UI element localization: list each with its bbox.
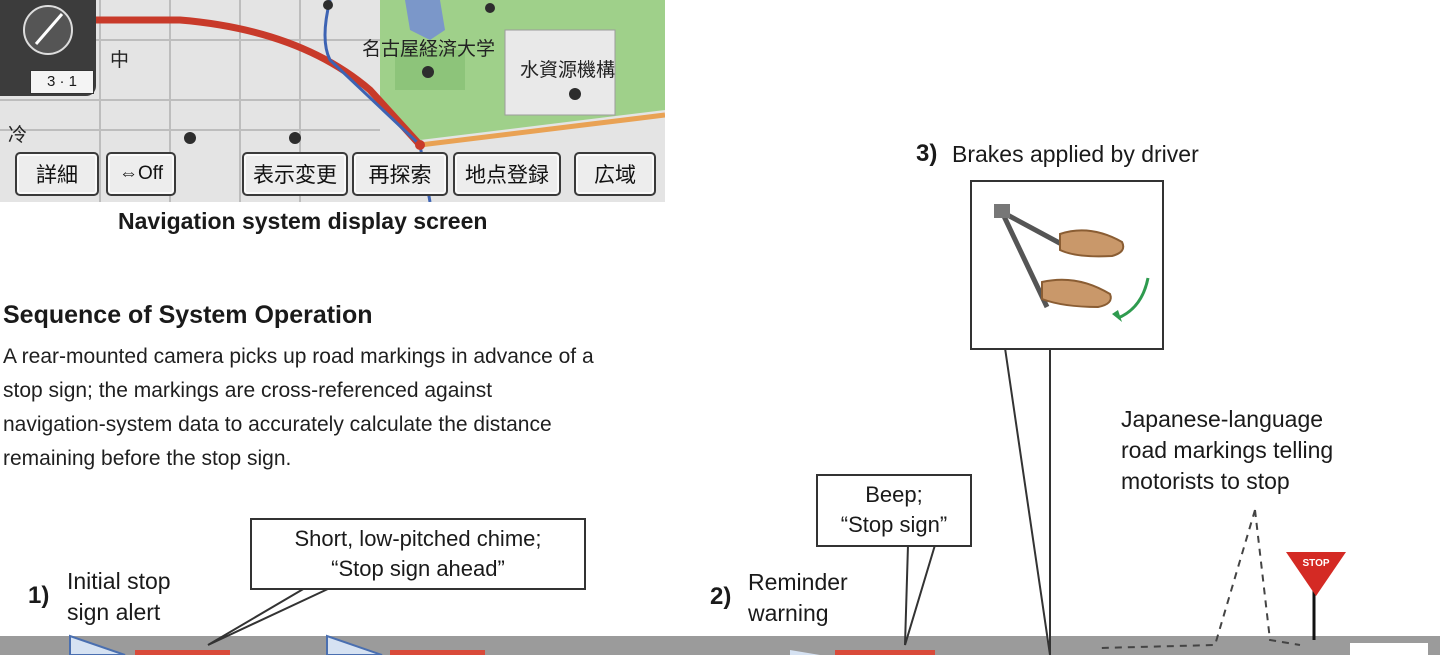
sequence-line: navigation-system data to accurately cal… [3,413,552,436]
map-label-corner: 冷 [8,125,28,146]
reroute-button[interactable]: 再探索 [352,152,448,196]
display-change-button[interactable]: 表示変更 [242,152,348,196]
beep-callout-pointer [904,544,937,646]
map-graphic [0,0,665,202]
step-2-number: 2) [710,583,732,610]
map-label-ward: 中 [110,50,130,71]
camera-beam [69,634,126,655]
map-label-museum: 水資源機構 [520,60,616,81]
sequence-line: stop sign; the markings are cross-refere… [3,379,493,402]
markings-note-line: motorists to stop [1121,468,1290,494]
beep-callout-line: “Stop sign” [840,512,948,537]
chime-callout: Short, low-pitched chime; “Stop sign ahe… [250,518,586,590]
step-2-line: warning [748,600,829,626]
beep-callout-line: Beep; [865,482,923,507]
step-3-number: 3) [916,140,938,167]
beep-callout: Beep; “Stop sign” [816,474,972,547]
map-scale: 3 · 1 [30,70,94,94]
register-point-button[interactable]: 地点登録 [453,152,561,196]
map-label-university: 名古屋経済大学 [362,39,496,60]
sequence-line: remaining before the stop sign. [3,447,292,470]
wide-area-button[interactable]: 広域 [574,152,656,196]
markings-note: Japanese-language road markings telling … [1121,404,1333,497]
step-1-line: sign alert [67,599,161,625]
markings-note-line: Japanese-language [1121,406,1324,432]
markings-leader [1099,509,1256,649]
camera-beam [790,650,820,655]
sequence-line: A rear-mounted camera picks up road mark… [3,345,594,368]
stop-sign-text: STOP [1302,558,1329,569]
chime-callout-line: “Stop sign ahead” [331,556,505,581]
step-2-line: Reminder [748,569,848,595]
brake-callout [970,180,1164,350]
road-marking [135,650,230,655]
brake-callout-pointer [1003,347,1051,655]
step-1-line: Initial stop [67,568,171,594]
sequence-description: A rear-mounted camera picks up road mark… [3,340,803,476]
navigation-map-screen: 3 · 1 名古屋経済大学 水資源機構 中 冷 詳細 ⇔Off 表示変更 再探索… [0,0,665,202]
step-2-label: Reminder warning [748,567,848,629]
step-3-label: Brakes applied by driver [952,141,1199,167]
sequence-title: Sequence of System Operation [3,301,373,329]
press-arrow [1117,277,1150,320]
road-marking [390,650,485,655]
upper-shoe [1059,229,1125,258]
detail-button[interactable]: 詳細 [15,152,99,196]
road-white-patch [1350,643,1428,655]
lower-shoe [1041,278,1112,309]
map-caption: Navigation system display screen [118,208,488,234]
brake-pedal-icon [994,204,1150,322]
chime-callout-line: Short, low-pitched chime; [294,526,542,551]
road-marking [835,650,935,655]
step-1-number: 1) [28,582,50,609]
markings-note-line: road markings telling [1121,437,1334,463]
stop-sign-icon [1286,552,1346,596]
step-1-label: Initial stop sign alert [67,566,171,628]
camera-beam [326,634,383,655]
off-button[interactable]: ⇔Off [106,152,176,196]
markings-leader [1254,509,1301,646]
